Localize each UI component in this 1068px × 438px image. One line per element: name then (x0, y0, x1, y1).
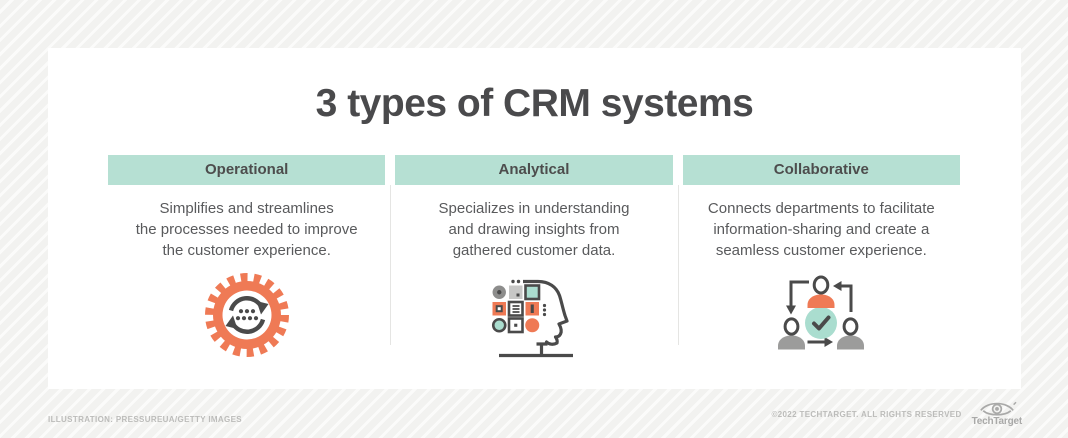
column-icon-area (395, 270, 672, 360)
column-description: Simplifies and streamlines the processes… (135, 200, 358, 259)
column-header: Collaborative (682, 155, 960, 185)
column-collaborative: Collaborative Connects departments to fa… (682, 155, 960, 360)
page-title: 3 types of CRM systems (315, 82, 754, 125)
content-card: 3 types of CRM systems Operational Simpl… (48, 48, 1021, 389)
column-operational: Operational Simplifies and streamlines t… (108, 155, 386, 360)
column-analytical: Analytical Specializes in understanding … (395, 155, 673, 360)
techtarget-logo: TechTarget (972, 398, 1022, 427)
crm-types-table: Operational Simplifies and streamlines t… (108, 155, 960, 360)
column-header: Operational (108, 155, 386, 185)
brand-name: TechTarget (971, 416, 1023, 427)
column-description: Connects departments to facilitate infor… (707, 200, 935, 259)
column-icon-area (683, 270, 960, 360)
column-icon-area (108, 270, 385, 360)
gear-sync-icon (204, 273, 289, 357)
footer-right: ©2022 TECHTARGET. ALL RIGHTS RESERVED Te… (771, 398, 1022, 427)
footer-copyright: ©2022 TECHTARGET. ALL RIGHTS RESERVED (771, 410, 962, 419)
column-divider (678, 185, 679, 345)
footer-credit: ILLUSTRATION: PRESSUREUA/GETTY IMAGES (48, 415, 242, 424)
column-divider (390, 185, 391, 345)
people-cycle-icon (777, 275, 864, 349)
column-header: Analytical (395, 155, 673, 185)
eye-icon (979, 401, 1017, 416)
column-description: Specializes in understanding and drawing… (438, 200, 630, 259)
head-data-icon (492, 279, 574, 358)
